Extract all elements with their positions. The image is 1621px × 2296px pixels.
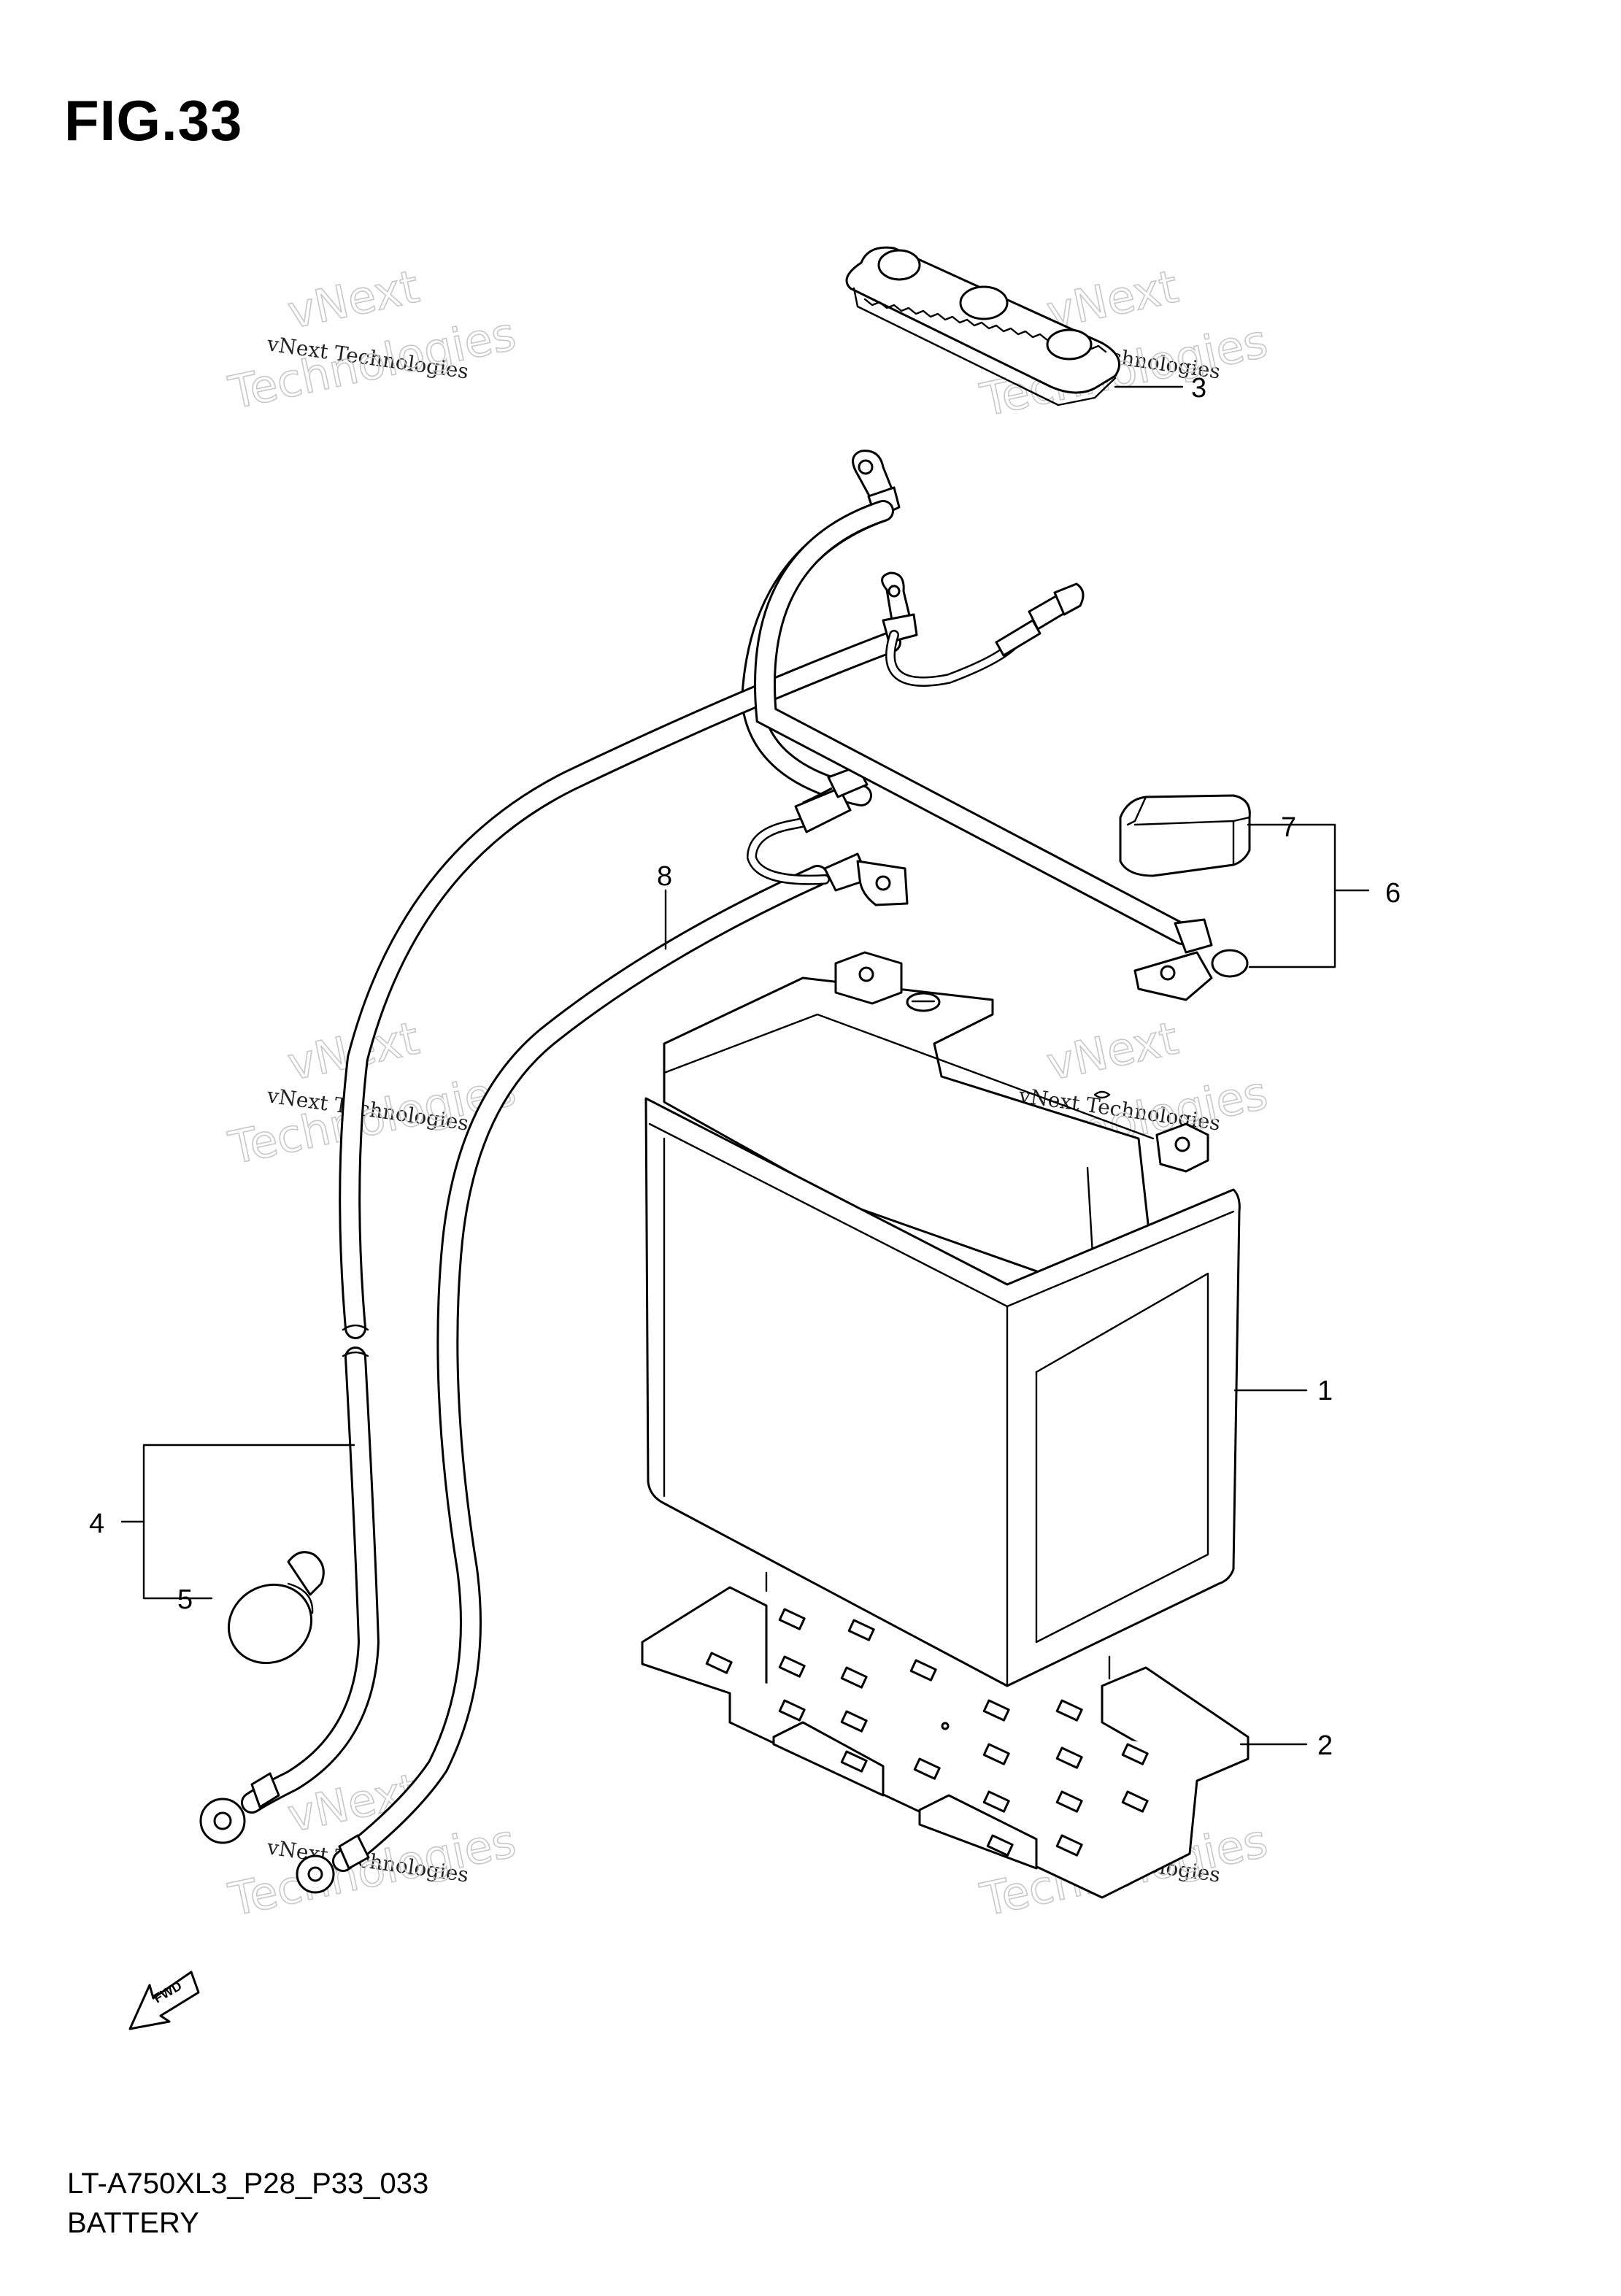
part-3-terminal-cover [845,246,1120,407]
part-2-battery-tray [641,1571,1250,1899]
part-7-terminal-cap [1119,794,1251,877]
callout-1: 1 [1317,1376,1333,1406]
callout-7: 7 [1281,812,1296,843]
part-6-battery-cable [754,500,1249,1001]
callout-5: 5 [177,1584,193,1615]
callout-6: 6 [1385,878,1401,909]
watermark-top-left: vNext vNext Technologies Technologies [223,259,520,420]
part-5-terminal-cap [227,1551,325,1665]
callout-8: 8 [657,861,672,892]
watermark-vnext-text: vNext [1042,1012,1182,1091]
figure-title: FIG.33 [64,88,243,153]
callout-4: 4 [89,1509,104,1539]
part-1-battery [644,951,1241,1687]
part-4-sensor-lead [885,582,1085,687]
tray-slots [705,1608,1149,1857]
diagram-code: LT-A750XL3_P28_P33_033 [67,2168,429,2200]
fwd-arrow-icon: FWD [128,1971,200,2030]
watermark-technologies-text: Technologies [224,307,520,419]
callout-3: 3 [1191,373,1206,404]
diagram-name: BATTERY [67,2207,199,2239]
watermark-vnext-text: vNext [283,260,423,339]
part-8-battery-cable [296,765,909,1894]
callout-2: 2 [1317,1730,1333,1761]
callout-leaders [120,385,1370,1746]
